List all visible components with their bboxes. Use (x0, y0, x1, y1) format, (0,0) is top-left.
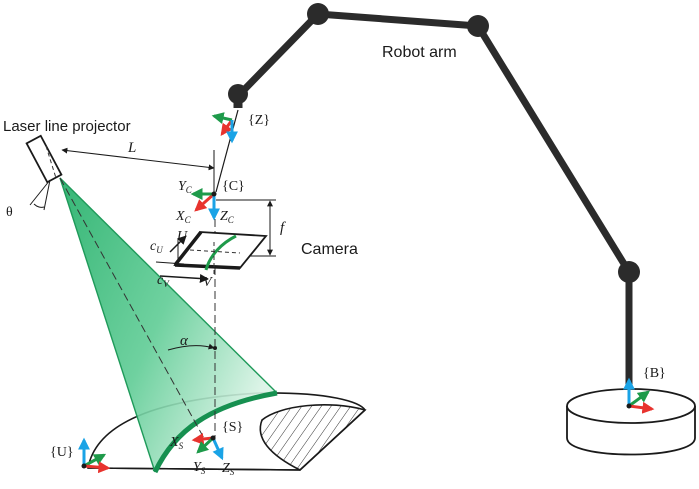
robot-base (566, 388, 696, 456)
alpha-label: α (180, 333, 189, 349)
frame-S-label: {S} (222, 420, 243, 435)
frame-Z-label: {Z} (248, 113, 270, 128)
laser-projector-label: Laser line projector (3, 118, 131, 135)
Zs-label: ZS (222, 461, 235, 477)
frame-B-label: {B} (643, 366, 666, 381)
f-label: f (280, 220, 286, 236)
Ys-label: YS (193, 460, 206, 476)
camera-image-plane (155, 230, 268, 283)
joint-1 (307, 3, 329, 25)
laser-projector (25, 134, 63, 211)
dimension-L: L (61, 140, 215, 192)
L-label: L (127, 140, 136, 156)
frame-S-axes (191, 433, 224, 461)
frame-U-axes (78, 437, 111, 474)
cV-label: cV (157, 273, 170, 289)
frame-C-axes (190, 188, 220, 221)
robot-arm-label: Robot arm (382, 44, 457, 61)
U-axis-label: U (177, 229, 188, 244)
V-axis-label: V (203, 275, 213, 290)
cU-label: cU (150, 239, 163, 255)
Xc-label: XC (175, 209, 192, 225)
laser-sheet (59, 177, 278, 474)
joint-3 (618, 261, 640, 283)
frame-C-label: {C} (222, 179, 245, 194)
frame-Z-axes (211, 112, 238, 144)
frame-U-label: {U} (50, 445, 74, 460)
joint-2 (467, 15, 489, 37)
frame-B-axes (623, 377, 655, 414)
camera-label: Camera (301, 241, 358, 258)
alpha-angle: α (167, 333, 217, 351)
Yc-label: YC (178, 179, 193, 195)
theta-label: θ (6, 205, 13, 220)
Zc-label: ZC (220, 209, 235, 225)
Xs-label: XS (169, 435, 184, 451)
robot-arm (215, 3, 640, 400)
